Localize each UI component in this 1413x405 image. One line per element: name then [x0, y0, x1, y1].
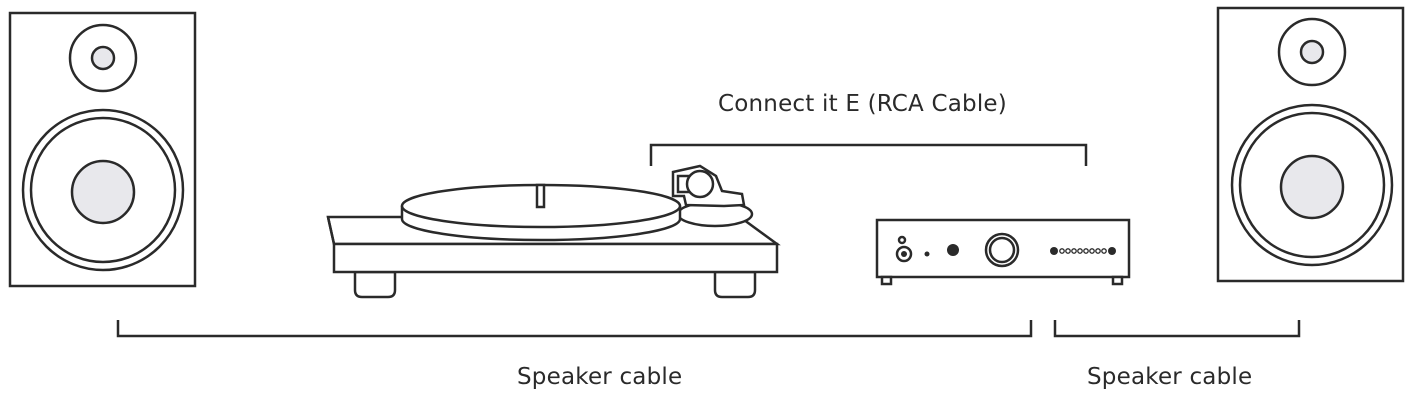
speaker-cable-left-label: Speaker cable — [517, 364, 683, 390]
amplifier-level-meter — [1059, 248, 1107, 254]
left-speaker-woofer-cone — [70, 159, 136, 225]
amplifier-foot-left — [880, 275, 893, 286]
turntable-foot-right — [713, 270, 757, 299]
amplifier-input-knob — [947, 244, 959, 256]
amplifier-level-meter-end — [1108, 247, 1116, 255]
amplifier-foot-right — [1111, 275, 1124, 286]
right-speaker-tweeter-dome — [1299, 39, 1325, 65]
rca-cable-label: Connect it E (RCA Cable) — [718, 91, 1007, 117]
turntable-plinth-left-edge — [326, 216, 336, 245]
turntable-plinth-front — [332, 242, 779, 274]
speaker-cable-right-bracket — [1053, 320, 1301, 338]
left-speaker — [8, 11, 197, 288]
amplifier-power-led — [897, 235, 907, 245]
turntable — [326, 164, 781, 299]
turntable-foot-left — [353, 270, 397, 299]
amplifier-indicator-dot — [924, 251, 930, 257]
amplifier — [875, 218, 1131, 286]
right-speaker — [1216, 6, 1405, 283]
amplifier-volume-knob-inner — [988, 236, 1016, 264]
amplifier-headphone-jack-center — [901, 251, 907, 257]
amplifier-level-meter-start — [1050, 247, 1058, 255]
spindle — [535, 183, 546, 209]
speaker-cable-left-bracket — [116, 320, 1033, 338]
speaker-cable-right-label: Speaker cable — [1087, 364, 1253, 390]
tonearm-pivot — [685, 169, 715, 199]
left-speaker-tweeter-dome — [90, 45, 116, 71]
rca-cable-bracket — [649, 143, 1088, 166]
right-speaker-woofer-cone — [1279, 154, 1345, 220]
